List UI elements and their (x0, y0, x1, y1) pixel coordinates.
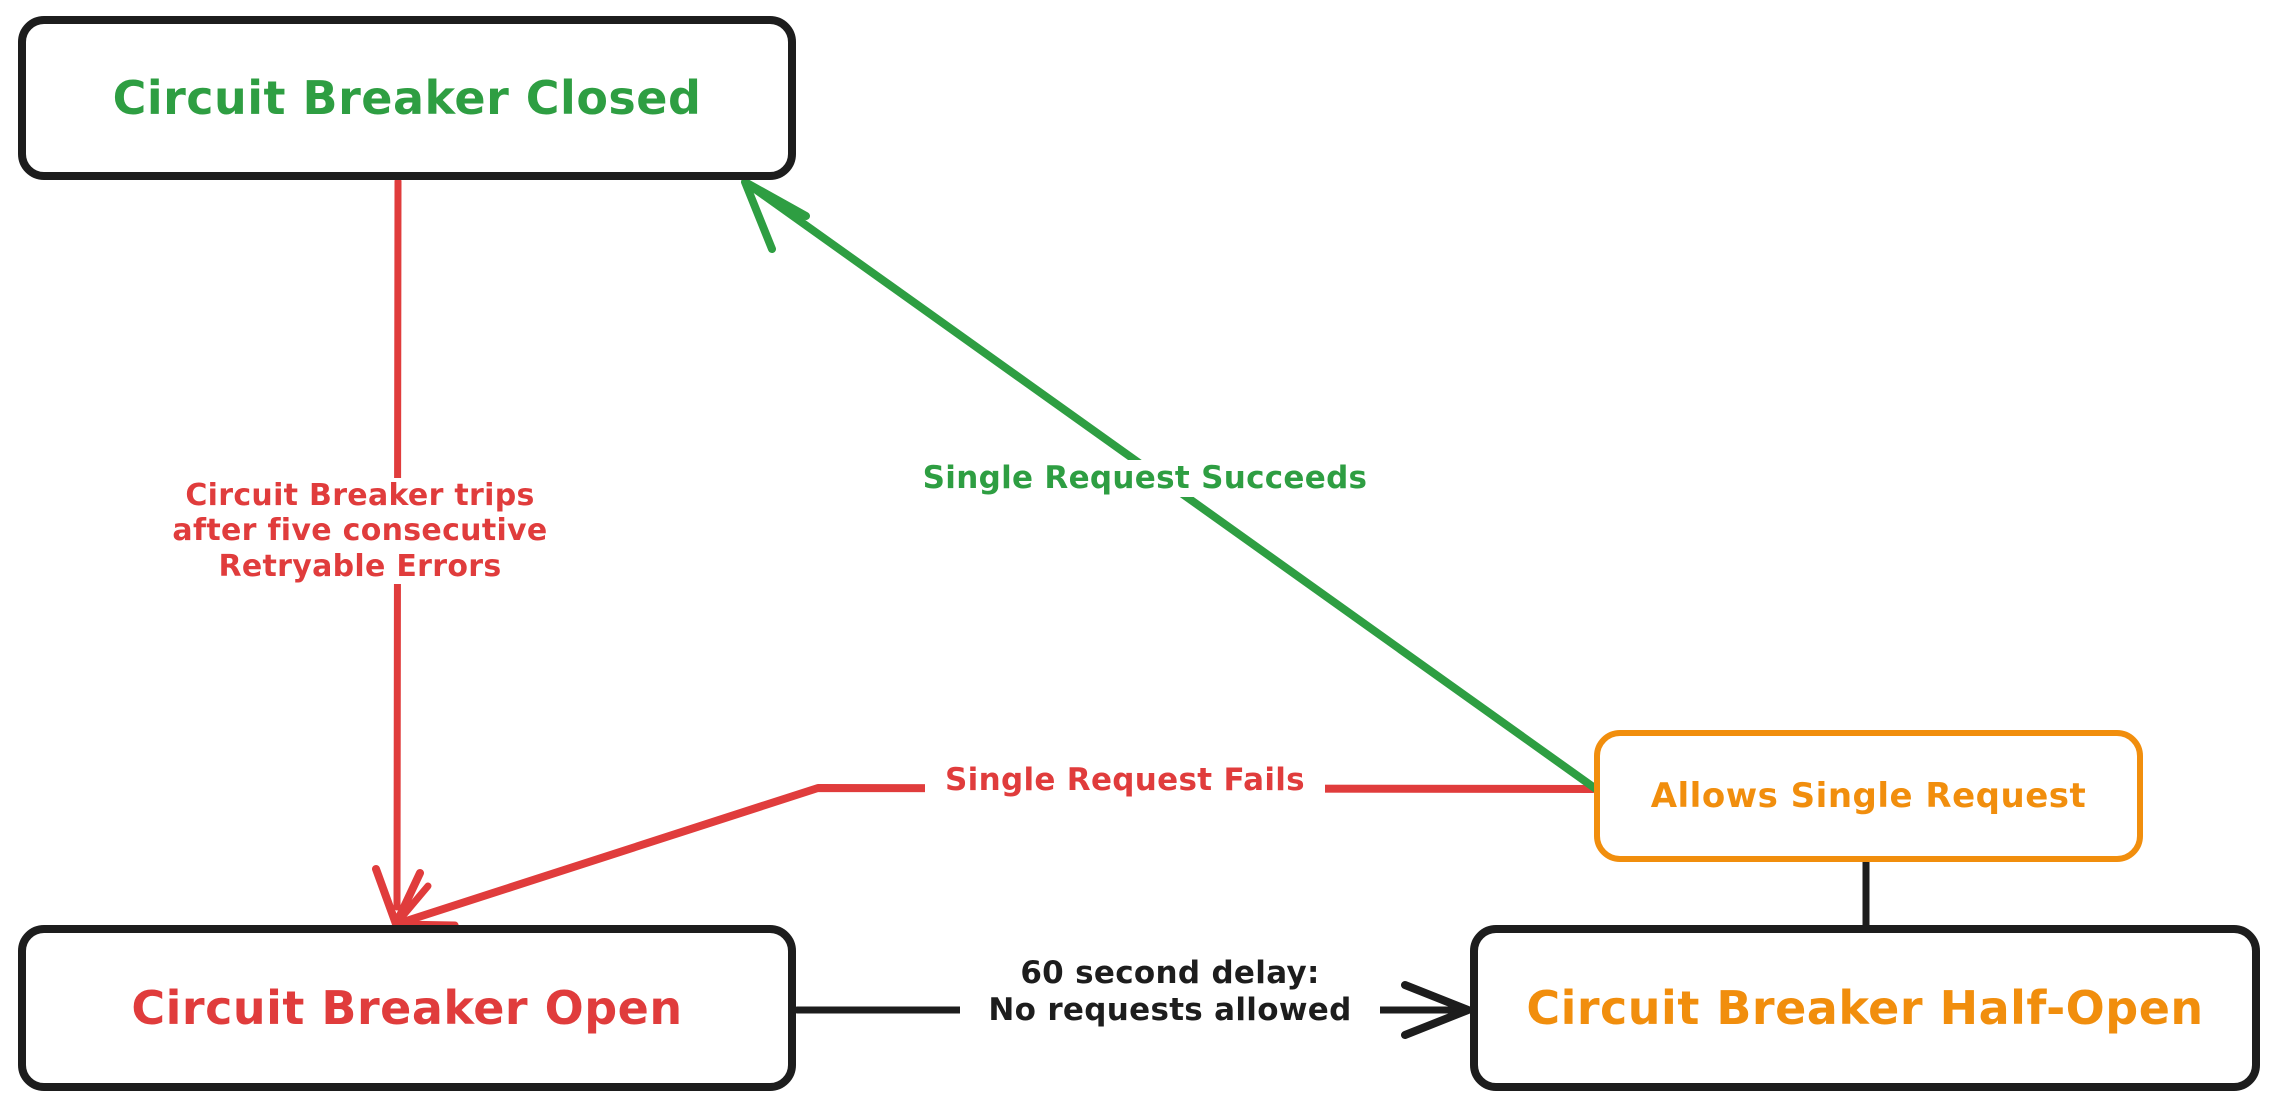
edge-label-single-request-fails: Single Request Fails (925, 762, 1325, 799)
node-circuit-breaker-open[interactable]: Circuit Breaker Open (18, 925, 796, 1091)
node-label-half-open: Circuit Breaker Half-Open (1526, 981, 2204, 1035)
arrowhead-black (1401, 981, 1472, 1039)
edge-label-60-second-delay: 60 second delay: No requests allowed (960, 955, 1380, 1029)
node-label-closed: Circuit Breaker Closed (112, 71, 702, 125)
edge-label-single-request-succeeds: Single Request Succeeds (905, 460, 1385, 497)
arrowhead-red-diag (392, 920, 459, 929)
edge-label-circuit-breaker-trips: Circuit Breaker trips after five consecu… (150, 478, 570, 585)
node-label-allows-single-request: Allows Single Request (1650, 776, 2087, 816)
arrowhead-green (741, 178, 810, 253)
node-label-open: Circuit Breaker Open (131, 981, 683, 1035)
node-circuit-breaker-half-open[interactable]: Circuit Breaker Half-Open (1470, 925, 2260, 1091)
edge-allows-to-open (392, 784, 1597, 929)
node-circuit-breaker-closed[interactable]: Circuit Breaker Closed (18, 16, 796, 180)
node-allows-single-request[interactable]: Allows Single Request (1594, 730, 2143, 862)
